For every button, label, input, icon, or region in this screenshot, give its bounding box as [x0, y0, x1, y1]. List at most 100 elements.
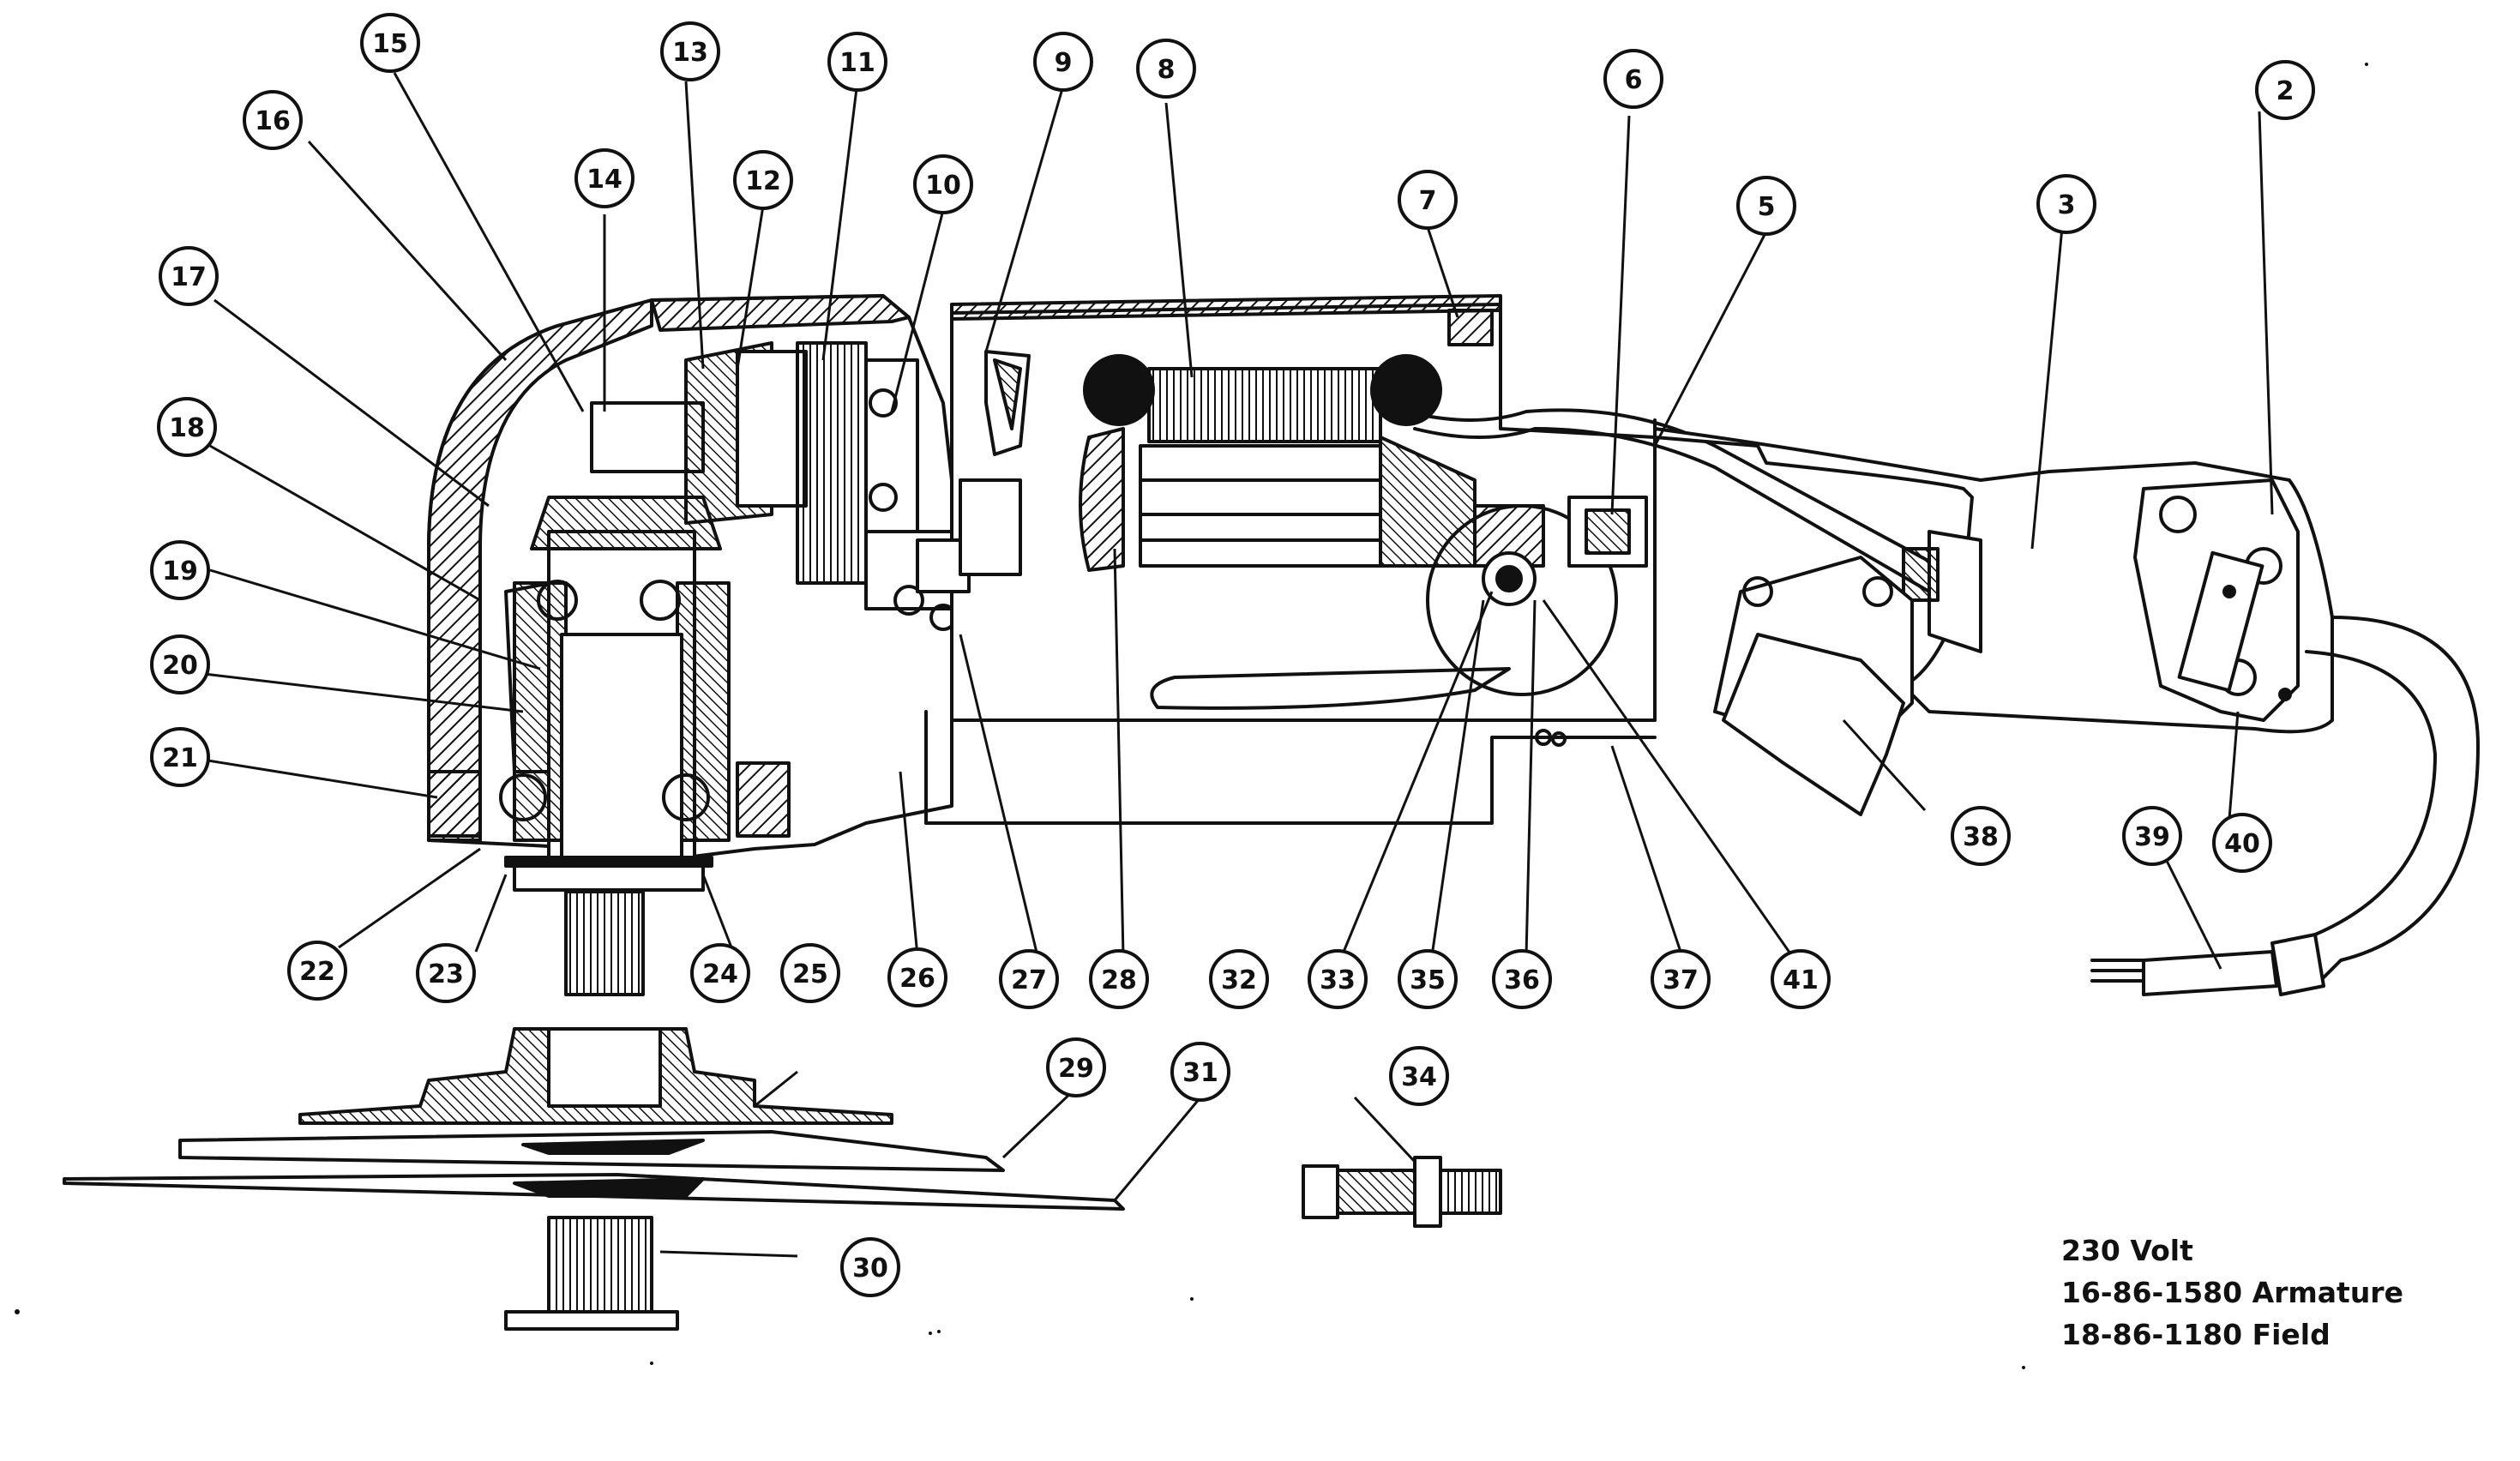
callout-circle — [827, 32, 887, 92]
callout-circle — [660, 21, 720, 81]
callout-31: 31 — [1170, 1042, 1230, 1102]
leader-lines — [196, 72, 2274, 1258]
callout-circle — [574, 148, 635, 208]
callout-24: 24 — [690, 943, 750, 1003]
callout-circle — [1308, 949, 1368, 1009]
callout-number: 26 — [899, 964, 935, 994]
callout-12: 12 — [733, 150, 793, 210]
callout-11: 11 — [827, 32, 887, 92]
callout-23: 23 — [416, 943, 476, 1003]
callout-circle — [2036, 174, 2096, 234]
callout-33: 33 — [1308, 949, 1368, 1009]
callout-circle — [360, 13, 420, 73]
callout-16: 16 — [243, 90, 303, 150]
callout-circle — [1389, 1046, 1449, 1106]
callout-25: 25 — [780, 943, 840, 1003]
callout-number: 18 — [169, 413, 205, 443]
callout-17: 17 — [159, 246, 219, 306]
scan-marks — [15, 63, 2368, 1369]
callout-circle — [1398, 949, 1458, 1009]
callout-number: 19 — [162, 556, 198, 586]
callout-circle — [1033, 32, 1093, 92]
callout-number: 12 — [745, 166, 781, 196]
callout-5: 5 — [1736, 176, 1796, 236]
callout-40: 40 — [2212, 813, 2272, 873]
callout-number: 17 — [171, 262, 207, 292]
callout-37: 37 — [1651, 949, 1711, 1009]
callout-27: 27 — [999, 949, 1059, 1009]
callout-circle — [243, 90, 303, 150]
callout-number: 29 — [1058, 1054, 1094, 1084]
callout-number: 39 — [2134, 822, 2170, 852]
armature-and-field — [1079, 354, 1648, 696]
callout-19: 19 — [150, 540, 210, 600]
callout-18: 18 — [157, 397, 217, 457]
callout-2: 2 — [2255, 60, 2315, 120]
callout-number: 21 — [162, 743, 198, 773]
callout-number: 15 — [372, 29, 408, 59]
callout-number: 2 — [2276, 76, 2294, 106]
callout-circle — [733, 150, 793, 210]
brush-leads — [1404, 408, 1940, 722]
callout-number: 6 — [1625, 65, 1643, 95]
callout-circle — [840, 1237, 900, 1297]
callout-circle — [1603, 49, 1663, 109]
callout-circle — [150, 540, 210, 600]
callout-circle — [780, 943, 840, 1003]
callout-circle — [1209, 949, 1269, 1009]
callout-15: 15 — [360, 13, 420, 73]
callout-number: 9 — [1055, 48, 1073, 78]
callout-26: 26 — [887, 947, 947, 1007]
callout-circle — [1089, 949, 1149, 1009]
callout-20: 20 — [150, 634, 210, 694]
callout-circle — [690, 943, 750, 1003]
callout-number: 8 — [1158, 55, 1176, 85]
wheel-assembly — [63, 1027, 1125, 1331]
callout-number: 38 — [1963, 822, 1999, 852]
callout-number: 41 — [1783, 965, 1819, 995]
callout-number: 37 — [1663, 965, 1699, 995]
callout-circle — [999, 949, 1059, 1009]
callout-number: 20 — [162, 651, 198, 681]
callout-39: 39 — [2122, 806, 2182, 866]
callout-circle — [159, 246, 219, 306]
callout-number: 35 — [1410, 965, 1446, 995]
callout-circle — [2122, 806, 2182, 866]
callout-6: 6 — [1603, 49, 1663, 109]
loose-bolt — [1302, 1156, 1502, 1228]
callout-28: 28 — [1089, 949, 1149, 1009]
callout-number: 10 — [925, 171, 961, 201]
armature-part-text: 16-86-1580 Armature — [2061, 1276, 2403, 1309]
callout-29: 29 — [1046, 1037, 1106, 1097]
callout-41: 41 — [1771, 949, 1831, 1009]
callout-circle — [887, 947, 947, 1007]
callout-10: 10 — [913, 154, 973, 214]
callout-number: 27 — [1011, 965, 1047, 995]
callout-number: 7 — [1419, 186, 1437, 216]
callout-number: 16 — [255, 106, 291, 136]
callout-number: 32 — [1221, 965, 1257, 995]
callout-number: 28 — [1101, 965, 1137, 995]
callout-number: 23 — [428, 959, 464, 989]
callout-7: 7 — [1398, 170, 1458, 230]
callout-circle — [1651, 949, 1711, 1009]
callout-number: 11 — [839, 48, 875, 78]
callout-circle — [2255, 60, 2315, 120]
callout-number: 24 — [702, 959, 738, 989]
callout-13: 13 — [660, 21, 720, 81]
callout-circle — [1736, 176, 1796, 236]
callout-circle — [2212, 813, 2272, 873]
callout-number: 30 — [852, 1254, 888, 1284]
callout-number: 3 — [2058, 190, 2076, 220]
callout-circle — [157, 397, 217, 457]
callout-3: 3 — [2036, 174, 2096, 234]
callout-number: 25 — [792, 959, 828, 989]
callout-circle — [1492, 949, 1552, 1009]
callout-32: 32 — [1209, 949, 1269, 1009]
callout-22: 22 — [287, 941, 347, 1001]
callout-number: 22 — [299, 957, 335, 987]
switch-and-cord — [2090, 478, 2480, 996]
callout-circle — [1170, 1042, 1230, 1102]
label-plate — [924, 667, 1657, 825]
